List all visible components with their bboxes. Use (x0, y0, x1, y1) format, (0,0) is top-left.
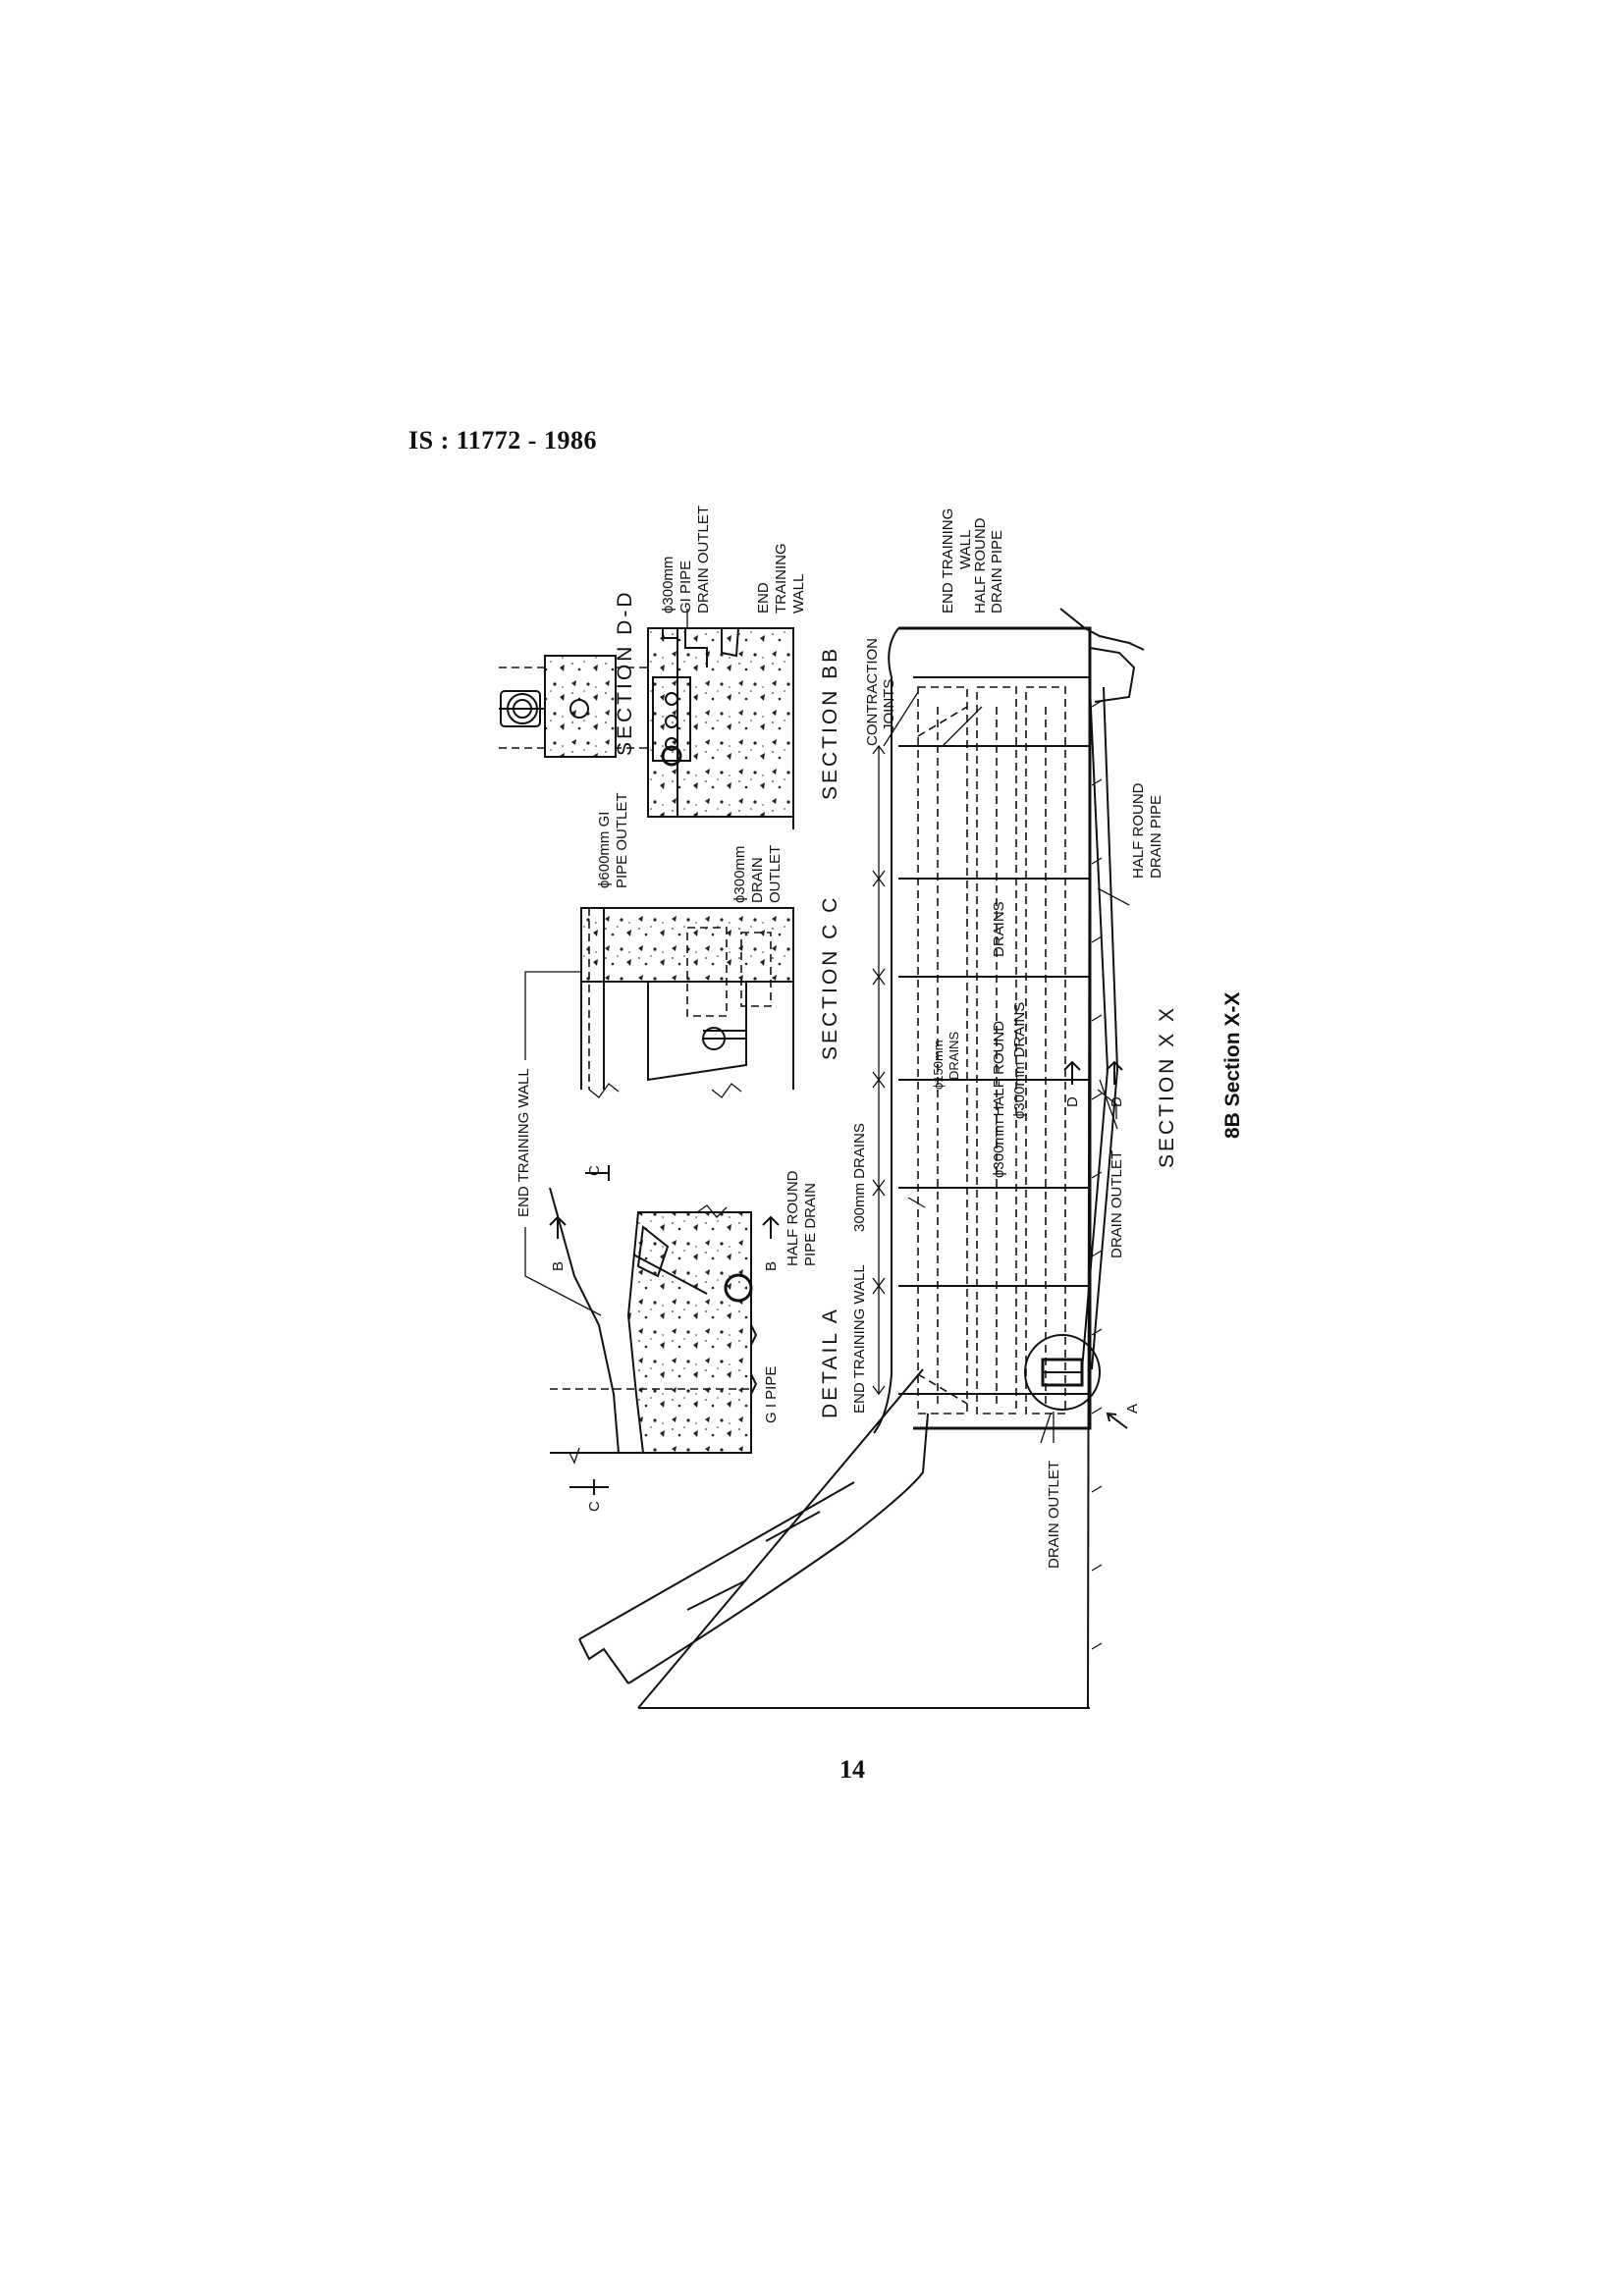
marker-d-outer: D (1109, 1096, 1125, 1107)
section-xx: D D A SECTION X X (578, 608, 1178, 1709)
label-gi-pipe-outlet-600-l2: PIPE OUTLET (614, 792, 630, 888)
label-end-training-wall-bb-l1: END (755, 582, 772, 614)
annotation-labels: ϕ300mm GI PIPE DRAIN OUTLET END TRAINING… (515, 506, 1164, 1569)
label-half-round-drain-pipe-bot-l2: DRAIN PIPE (1148, 795, 1164, 879)
section-dd: SECTION D-D (499, 590, 663, 758)
detail-a-title: DETAIL A (819, 1307, 841, 1418)
label-drain-outlet-left: DRAIN OUTLET (1046, 1461, 1062, 1569)
page-number: 14 (839, 1755, 865, 1784)
label-drain-outlet-300-l1: ϕ300mm (731, 846, 748, 903)
label-gi-pipe-300-l1: ϕ300mm (660, 557, 676, 614)
marker-a: A (1124, 1404, 1141, 1414)
label-half-round-300: ϕ300mm HALF ROUND (991, 1021, 1007, 1178)
label-half-round-drain-pipe-bot-l1: HALF ROUND (1130, 782, 1147, 879)
section-cc: SECTION C C (580, 895, 841, 1098)
marker-b-bottom: B (763, 1261, 780, 1271)
label-drain-outlet-300-l2: DRAIN (749, 857, 766, 903)
label-contraction-joints-l2: JOINTS (881, 679, 897, 731)
label-end-training-wall-bb-l2: TRAINING (773, 543, 789, 614)
label-end-training-wall-xx-b-l1: END TRAINING (940, 508, 956, 614)
marker-d-inner: D (1064, 1096, 1081, 1107)
label-drains-300-phi: ϕ300mm DRAINS (1011, 1002, 1028, 1119)
section-xx-title: SECTION X X (1156, 1005, 1178, 1168)
label-end-training-wall-xx-a: END TRAINING WALL (851, 1264, 868, 1414)
marker-c-top: C (586, 1165, 603, 1176)
label-half-round-pipe-drain-l2: PIPE DRAIN (802, 1183, 819, 1266)
label-drains-150-l2: DRAINS (947, 1032, 961, 1080)
marker-b-top: B (550, 1261, 567, 1271)
label-half-round-drain-pipe-top-l1: HALF ROUND (972, 517, 989, 614)
label-drains-150-l1: ϕ150mm (931, 1040, 946, 1090)
figure-caption: 8B Section X-X (1221, 992, 1244, 1139)
label-drains: DRAINS (991, 901, 1007, 957)
section-cc-title: SECTION C C (819, 895, 841, 1060)
label-drain-outlet-mid: DRAIN OUTLET (1109, 1150, 1125, 1258)
section-dd-title: SECTION D-D (614, 590, 636, 757)
label-end-training-wall-xx-b-l2: WALL (957, 530, 974, 569)
label-end-training-wall-bb-l3: WALL (790, 574, 807, 614)
label-drains-300: 300mm DRAINS (851, 1123, 868, 1232)
label-contraction-joints-l1: CONTRACTION (864, 638, 881, 746)
label-gi-pipe-300-l2: GI PIPE (677, 561, 694, 614)
label-half-round-pipe-drain-l1: HALF ROUND (784, 1170, 801, 1266)
label-end-training-wall-cc: END TRAINING WALL (515, 1068, 532, 1217)
standard-number: IS : 11772 - 1986 (408, 426, 597, 454)
detail-a: B C B C DETAIL A (549, 1165, 841, 1512)
label-gi-pipe: G I PIPE (763, 1366, 780, 1423)
marker-c-bottom: C (586, 1501, 603, 1512)
label-half-round-drain-pipe-top-l2: DRAIN PIPE (989, 530, 1005, 614)
label-gi-pipe-outlet-600-l1: ϕ600mm GI (596, 812, 613, 888)
section-bb-title: SECTION BB (819, 646, 841, 800)
section-bb: SECTION BB (647, 609, 841, 829)
label-gi-pipe-300-l3: DRAIN OUTLET (695, 506, 712, 614)
label-drain-outlet-300-l3: OUTLET (767, 845, 784, 903)
